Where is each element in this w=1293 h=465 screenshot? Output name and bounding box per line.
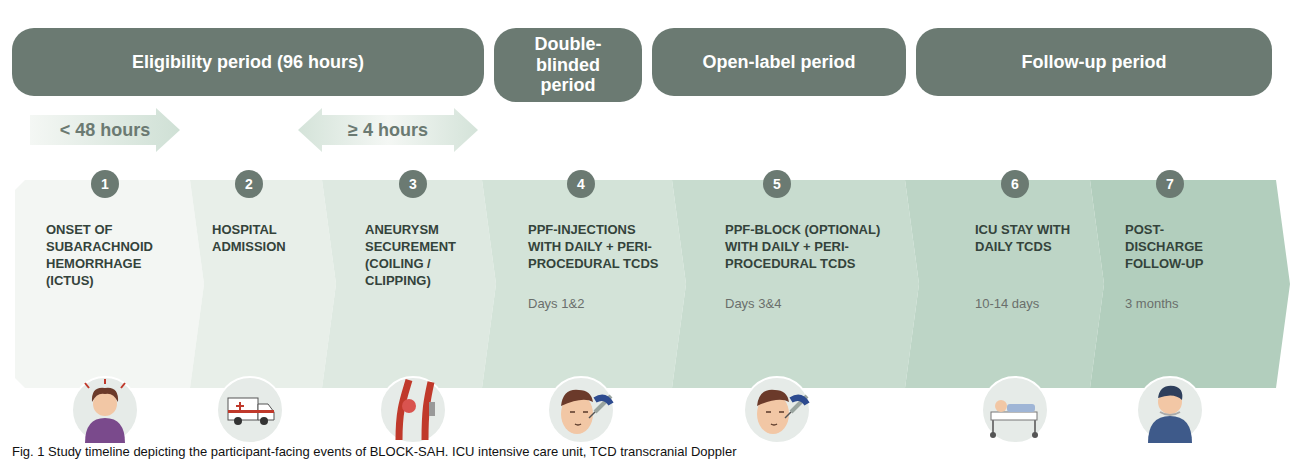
period-band: Eligibility period (96 hours): [12, 28, 484, 96]
step-title: PPF-INJECTIONS WITH DAILY + PERI-PROCEDU…: [528, 222, 668, 273]
step-icon: [982, 377, 1048, 443]
step-icon: [217, 377, 283, 443]
step-duration: Days 3&4: [725, 296, 781, 313]
figure-caption: Fig. 1 Study timeline depicting the part…: [12, 444, 736, 459]
period-title: Eligibility period (96 hours): [132, 52, 364, 73]
period-title: Open-label period: [702, 52, 855, 73]
chevron-segment: [190, 180, 336, 388]
chevron-segment: [672, 180, 919, 388]
step-duration: Days 1&2: [528, 296, 584, 313]
step-icon: [1137, 377, 1203, 443]
duration-label: < 48 hours: [60, 120, 151, 141]
step-title: ANEURYSM SECUREMENT (COILING / CLIPPING): [365, 222, 477, 290]
chevron-segment: [322, 180, 496, 388]
step-number: 5: [763, 170, 791, 198]
period-band: Open-label period: [652, 28, 906, 96]
step-icon: [72, 377, 138, 443]
step-title: ICU STAY WITH DAILY TCDS: [975, 222, 1100, 256]
step-icon: [380, 377, 446, 443]
step-number: 6: [1001, 170, 1029, 198]
period-title: Follow-up period: [1022, 52, 1167, 73]
step-number: 1: [91, 170, 119, 198]
timeline-step: 7POST-DISCHARGE FOLLOW-UP 3 months: [1125, 170, 1237, 320]
step-number: 7: [1156, 170, 1184, 198]
duration-arrow: < 48 hours: [30, 108, 180, 152]
duration-label: ≥ 4 hours: [348, 120, 428, 141]
step-title: POST-DISCHARGE FOLLOW-UP: [1125, 222, 1237, 273]
step-duration: 3 months: [1125, 296, 1178, 313]
timeline-step: 4PPF-INJECTIONS WITH DAILY + PERI-PROCED…: [528, 170, 668, 320]
step-number: 3: [399, 170, 427, 198]
step-title: PPF-BLOCK (OPTIONAL) WITH DAILY + PERI-P…: [725, 222, 897, 273]
period-band: Double-blinded period: [494, 28, 642, 102]
chevron-segment: [482, 180, 686, 388]
chevron-segment: [15, 180, 204, 388]
timeline-step: 6ICU STAY WITH DAILY TCDS 10-14 days: [975, 170, 1100, 320]
step-icon: [744, 377, 810, 443]
step-title: ONSET OF SUBARACHNOID HEMORRHAGE (ICTUS): [46, 222, 171, 290]
period-title: Double-blinded period: [508, 34, 628, 96]
timeline-step: 5PPF-BLOCK (OPTIONAL) WITH DAILY + PERI-…: [725, 170, 897, 320]
step-number: 2: [235, 170, 263, 198]
timeline-step: 2HOSPITAL ADMISSION: [212, 170, 307, 320]
step-icon: [548, 377, 614, 443]
duration-arrow: ≥ 4 hours: [298, 108, 478, 152]
step-duration: 10-14 days: [975, 296, 1039, 313]
period-band: Follow-up period: [916, 28, 1272, 96]
step-number: 4: [567, 170, 595, 198]
timeline-step: 1ONSET OF SUBARACHNOID HEMORRHAGE (ICTUS…: [46, 170, 171, 320]
chevron-segment: [905, 180, 1104, 388]
chevron-segment: [1090, 180, 1290, 388]
timeline-step: 3ANEURYSM SECUREMENT (COILING / CLIPPING…: [365, 170, 477, 320]
step-title: HOSPITAL ADMISSION: [212, 222, 307, 256]
